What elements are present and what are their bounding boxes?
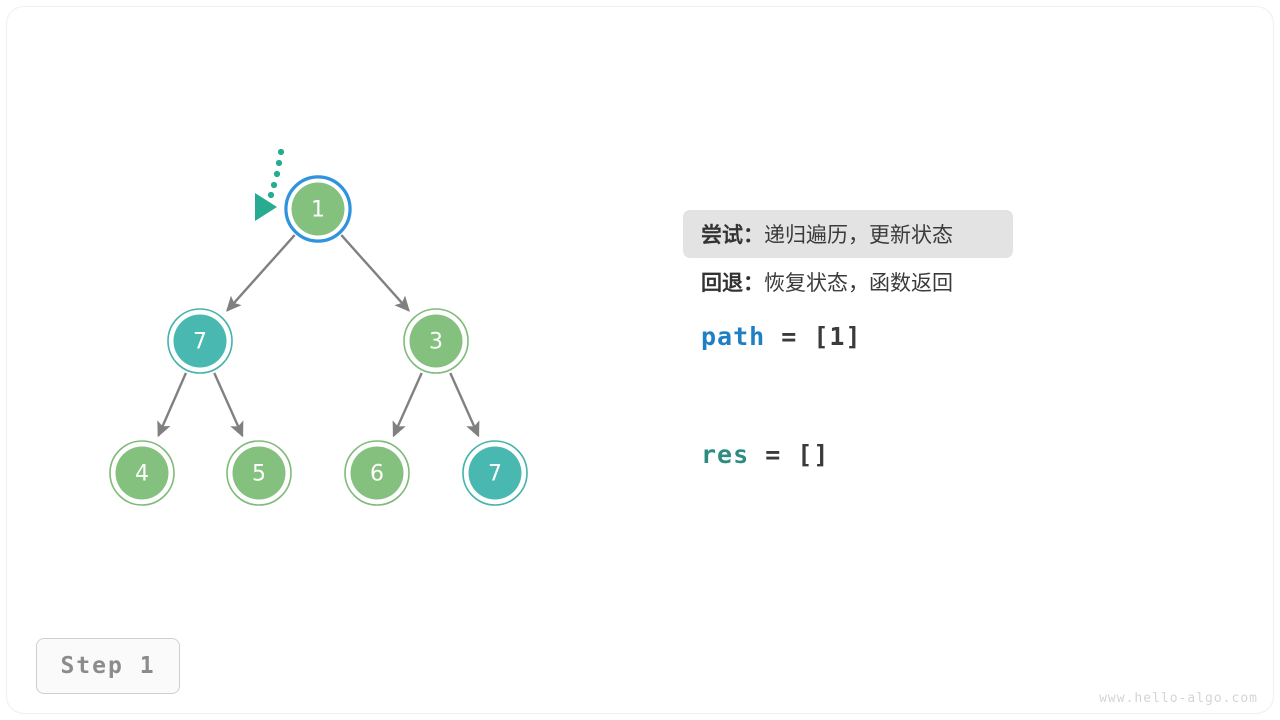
try-text: 递归遍历，更新状态 xyxy=(764,223,953,247)
tree-nodes: 1 7 3 4 5 6 7 xyxy=(109,175,528,506)
node-value-label: 7 xyxy=(193,330,207,355)
tree-edge xyxy=(340,234,410,312)
node-circle xyxy=(409,314,463,368)
pointer-dot xyxy=(267,191,275,199)
node-value-label: 7 xyxy=(488,462,502,487)
tree-node-5[interactable]: 5 xyxy=(226,440,292,506)
node-outer-ring xyxy=(226,440,292,506)
node-inner-gap xyxy=(346,442,408,504)
res-variable-name: res xyxy=(701,440,750,469)
tree-node-3[interactable]: 3 xyxy=(403,308,469,374)
tree-node-4[interactable]: 4 xyxy=(109,440,175,506)
node-circle xyxy=(232,446,286,500)
backtrack-label: 回退： xyxy=(701,271,764,295)
tree-edge xyxy=(449,372,480,438)
node-value-label: 1 xyxy=(311,198,325,223)
node-value-label: 4 xyxy=(135,462,149,487)
pointer-dot xyxy=(273,170,281,178)
node-outer-ring xyxy=(462,440,528,506)
node-circle xyxy=(173,314,227,368)
tree-edge xyxy=(157,372,188,438)
tree-node-6[interactable]: 6 xyxy=(344,440,410,506)
tree-edge xyxy=(392,372,423,438)
try-label: 尝试： xyxy=(701,223,764,247)
res-variable-value: = [] xyxy=(749,440,830,469)
node-circle xyxy=(468,446,522,500)
tree-node-7[interactable]: 7 xyxy=(167,308,233,374)
path-variable-row: path = [1] xyxy=(683,322,880,351)
tree-node-7[interactable]: 7 xyxy=(462,440,528,506)
node-circle xyxy=(291,182,345,236)
tree-node-1[interactable]: 1 xyxy=(284,175,352,243)
node-outer-ring xyxy=(403,308,469,374)
step-badge-label: Step 1 xyxy=(60,653,156,679)
node-selection-ring xyxy=(284,175,352,243)
watermark-text: www.hello-algo.com xyxy=(1099,691,1258,706)
tree-edge xyxy=(226,234,296,312)
node-value-label: 6 xyxy=(370,462,384,487)
node-inner-gap xyxy=(405,310,467,372)
watermark: www.hello-algo.com xyxy=(1099,691,1258,706)
node-inner-gap xyxy=(111,442,173,504)
tree-edges xyxy=(157,234,480,438)
backtrack-text: 恢复状态，函数返回 xyxy=(764,271,953,295)
path-variable-name: path xyxy=(701,322,766,351)
node-inner-gap xyxy=(287,178,349,240)
backtrack-line: 回退：恢复状态，函数返回 xyxy=(683,258,1223,306)
node-inner-gap xyxy=(464,442,526,504)
node-circle xyxy=(350,446,404,500)
explanation-panel: 尝试：递归遍历，更新状态 回退：恢复状态，函数返回 xyxy=(683,210,1223,306)
pointer-dot xyxy=(270,181,278,189)
step-badge: Step 1 xyxy=(36,638,180,694)
pointer-dot xyxy=(277,148,285,156)
node-value-label: 5 xyxy=(252,462,266,487)
node-outer-ring xyxy=(344,440,410,506)
recursion-entry-pointer xyxy=(255,148,285,221)
node-outer-ring xyxy=(109,440,175,506)
tree-edge xyxy=(213,372,244,438)
res-variable-row: res = [] xyxy=(683,440,847,469)
node-inner-gap xyxy=(169,310,231,372)
node-inner-gap xyxy=(228,442,290,504)
node-value-label: 3 xyxy=(429,330,443,355)
path-variable-value: = [1] xyxy=(765,322,862,351)
pointer-dot xyxy=(275,159,283,167)
try-line: 尝试：递归遍历，更新状态 xyxy=(683,210,1013,258)
node-outer-ring xyxy=(167,308,233,374)
pointer-arrowhead-icon xyxy=(255,193,277,221)
node-circle xyxy=(115,446,169,500)
